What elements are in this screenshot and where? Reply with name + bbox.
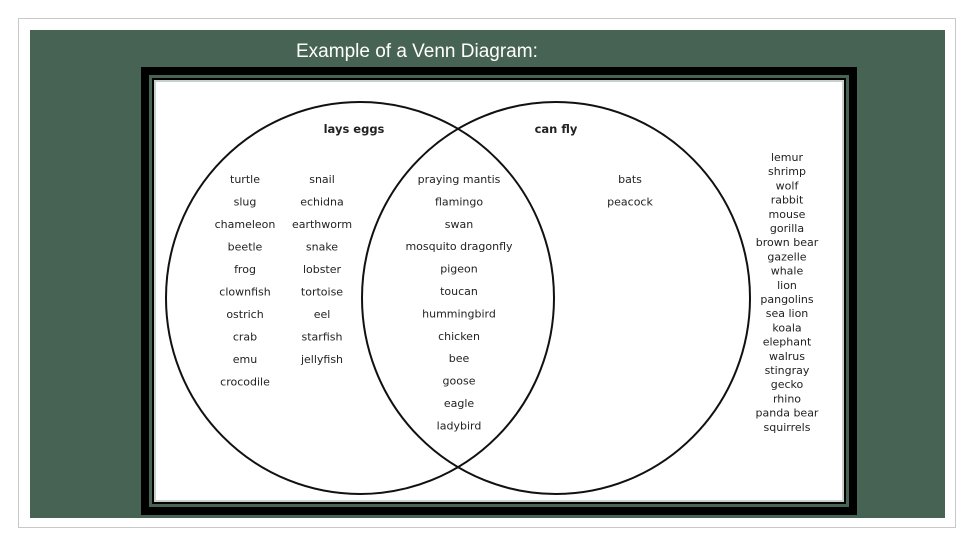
venn-item-neither: walrus — [769, 350, 805, 363]
venn-item-neither: pangolins — [760, 293, 813, 306]
venn-item-both: ladybird — [437, 419, 482, 432]
venn-item-neither: wolf — [776, 179, 800, 192]
venn-item-both: goose — [443, 375, 476, 388]
venn-item-both: swan — [445, 218, 473, 231]
venn-item-neither: rhino — [773, 392, 801, 405]
venn-item-neither: gorilla — [770, 222, 804, 235]
venn-item-neither: mouse — [769, 208, 806, 221]
venn-item-both: flamingo — [435, 195, 483, 208]
slide-border — [18, 18, 956, 528]
venn-item-neither: sea lion — [766, 307, 809, 320]
venn-item-neither: stingray — [765, 364, 810, 377]
diagram-frame — [141, 67, 857, 515]
venn-item-both: chicken — [438, 330, 480, 343]
venn-item-lays-eggs: frog — [234, 263, 256, 276]
venn-item-neither: shrimp — [768, 165, 806, 178]
venn-item-neither: koala — [772, 321, 801, 334]
venn-item-lays-eggs: eel — [314, 308, 331, 321]
venn-item-lays-eggs: lobster — [303, 263, 342, 276]
venn-item-neither: brown bear — [756, 236, 819, 249]
venn-item-lays-eggs: crocodile — [220, 376, 270, 389]
venn-item-neither: panda bear — [756, 407, 819, 420]
venn-item-lays-eggs: ostrich — [226, 308, 263, 321]
venn-item-lays-eggs: emu — [233, 353, 257, 366]
venn-item-lays-eggs: turtle — [230, 173, 260, 186]
venn-item-lays-eggs: tortoise — [301, 286, 343, 299]
venn-item-both: mosquito dragonfly — [405, 240, 513, 253]
venn-item-lays-eggs: crab — [233, 331, 257, 344]
label-can-fly: can fly — [535, 122, 578, 136]
venn-item-neither: gazelle — [767, 250, 806, 263]
venn-item-neither: rabbit — [771, 194, 804, 207]
venn-item-neither: squirrels — [764, 421, 811, 434]
venn-item-both: bee — [449, 352, 470, 365]
venn-item-neither: whale — [771, 265, 804, 278]
diagram-paper — [156, 82, 842, 500]
venn-item-both: praying mantis — [418, 173, 501, 186]
venn-item-lays-eggs: slug — [234, 196, 257, 209]
venn-item-lays-eggs: snake — [306, 241, 338, 254]
label-lays-eggs: lays eggs — [324, 122, 385, 136]
venn-item-lays-eggs: chameleon — [215, 218, 276, 231]
circle-can-fly — [361, 101, 751, 495]
venn-item-can-fly: bats — [618, 173, 642, 186]
venn-item-both: toucan — [440, 285, 478, 298]
venn-item-lays-eggs: echidna — [300, 196, 344, 209]
venn-item-lays-eggs: snail — [309, 173, 335, 186]
venn-item-can-fly: peacock — [607, 196, 653, 209]
circle-lays-eggs — [165, 101, 555, 495]
venn-item-neither: elephant — [763, 336, 812, 349]
venn-item-neither: lion — [777, 279, 797, 292]
slide-title: Example of a Venn Diagram: — [296, 41, 538, 62]
venn-item-both: hummingbird — [422, 307, 496, 320]
venn-item-both: eagle — [444, 397, 475, 410]
venn-item-neither: gecko — [771, 378, 804, 391]
venn-item-lays-eggs: clownfish — [219, 286, 270, 299]
venn-item-lays-eggs: starfish — [302, 331, 343, 344]
venn-item-lays-eggs: earthworm — [292, 218, 352, 231]
venn-item-both: pigeon — [440, 263, 478, 276]
venn-item-neither: lemur — [771, 151, 804, 164]
venn-item-lays-eggs: jellyfish — [300, 353, 343, 366]
venn-item-lays-eggs: beetle — [228, 241, 263, 254]
